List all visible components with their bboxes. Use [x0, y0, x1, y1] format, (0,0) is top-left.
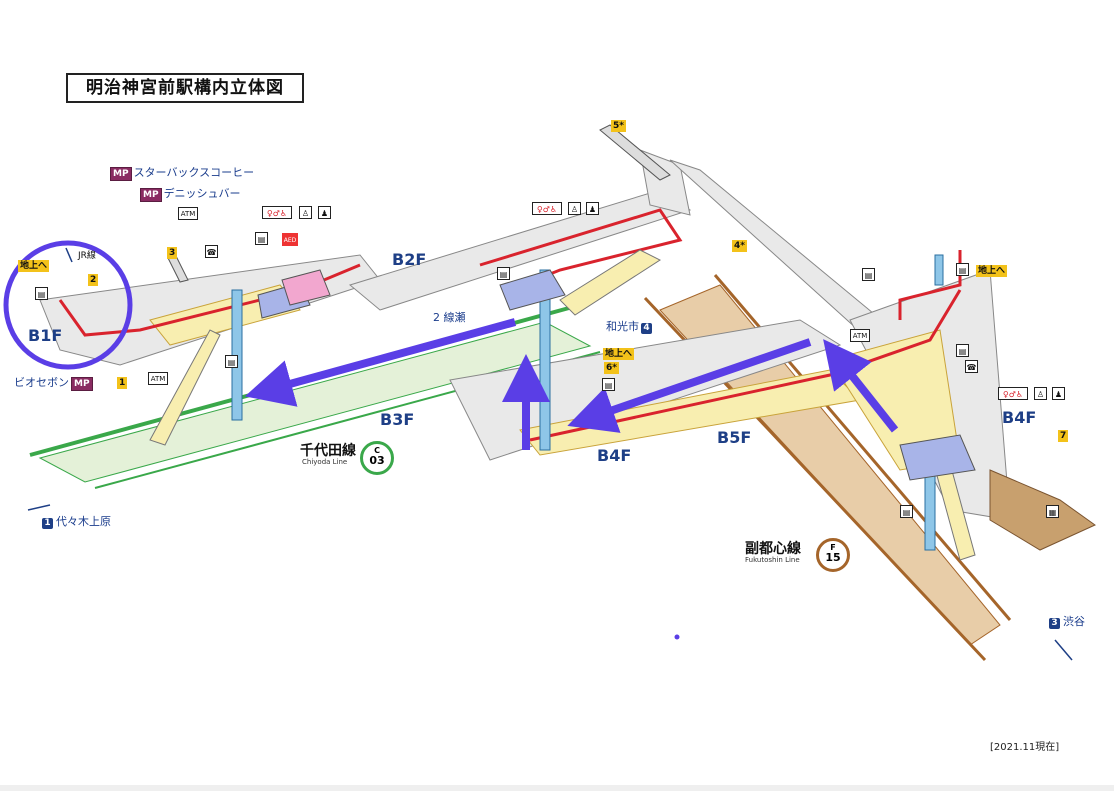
floor-b3f: B3F: [380, 410, 415, 429]
ticket-machine-icon: ▤: [956, 263, 969, 276]
ticket-machine-icon: ▤: [900, 505, 913, 518]
shibuya-arrow: [1054, 639, 1073, 661]
floor-b4f-center: B4F: [597, 446, 632, 465]
baby-icon: ♟: [1052, 387, 1065, 400]
b2f-concourse: [348, 189, 692, 311]
stair-exit5: [599, 124, 671, 181]
exit-badge-5: 5*: [611, 120, 626, 132]
chiyoda-line-en: Chiyoda Line: [302, 458, 348, 466]
ticket-machine-icon: ▤: [497, 267, 510, 280]
chiyoda-line-name: 千代田線: [300, 443, 356, 459]
exit-badge-1: 1: [117, 377, 128, 389]
chiyoda-platform: [38, 321, 592, 483]
restroom-icon: ♀♂♿: [532, 202, 562, 215]
to-ground-center: 地上へ: [603, 348, 635, 360]
ticket-machine-icon: ▤: [602, 378, 615, 391]
accessible-route-b4f: [529, 289, 962, 442]
chiyoda-line-badge: C 03: [360, 441, 394, 475]
floor-b5f: B5F: [717, 428, 752, 447]
ticket-machine-icon: ▤: [225, 355, 238, 368]
exit-badge-3: 3: [167, 247, 178, 259]
page-title: 明治神宮前駅構内立体図: [66, 73, 304, 103]
restroom-icon: ♀♂♿: [998, 387, 1028, 400]
coin-locker-icon: ▦: [1046, 505, 1059, 518]
small-dot: [674, 634, 680, 640]
stair-exit3: [167, 255, 189, 283]
telephone-icon: ☎: [965, 360, 978, 373]
exit-2-label: 2 線瀬: [433, 311, 466, 324]
mp-badge: MP: [140, 188, 162, 202]
baby-icon: ♙: [299, 206, 312, 219]
baby-icon: ♙: [568, 202, 581, 215]
restroom-icon: ♀♂♿: [262, 206, 292, 219]
floor-b4f-right: B4F: [1002, 408, 1037, 427]
elevator-right: [924, 469, 936, 551]
shop-pink: [281, 269, 331, 306]
telephone-icon: ☎: [205, 245, 218, 258]
stair-b1f-to-b3f: [149, 329, 221, 446]
exit-badge-6: 6*: [604, 362, 619, 374]
atm-icon: ATM: [850, 329, 870, 342]
fukutoshin-line-badge: F 15: [816, 538, 850, 572]
atm-icon: ATM: [178, 207, 198, 220]
route-arrow-left: [244, 318, 517, 407]
ticket-machine-icon: ▤: [862, 268, 875, 281]
baby-icon: ♙: [1034, 387, 1047, 400]
b4f-platform-area: [899, 434, 976, 481]
bottom-bar: [0, 785, 1114, 791]
exit-badge-7: 7: [1058, 430, 1069, 442]
jr-line-label: JR線: [78, 251, 96, 261]
fukutoshin-line-name: 副都心線: [745, 541, 801, 557]
exit7-passage: [989, 469, 1096, 551]
to-ground-b1f: 地上へ: [18, 260, 50, 272]
route-arrow-middle: [567, 338, 812, 433]
ticket-machine-icon: ▤: [255, 232, 268, 245]
stair-center: [559, 249, 662, 316]
fukutoshin-line-en: Fukutoshin Line: [745, 556, 800, 564]
yoyogi-arrow: [27, 504, 51, 511]
date-note: [2021.11現在]: [990, 742, 1060, 753]
floor-b2f: B2F: [392, 250, 427, 269]
to-ground-right: 地上へ: [976, 265, 1008, 277]
mp-badge: MP: [71, 377, 93, 391]
floor-b1f: B1F: [28, 326, 63, 345]
exit-badge-4: 4*: [732, 240, 747, 252]
baby-icon: ♟: [318, 206, 331, 219]
ticket-machine-icon: ▤: [956, 344, 969, 357]
jr-arrow: [65, 247, 73, 263]
exit-badge-2: 2: [88, 274, 99, 286]
baby-icon: ♟: [586, 202, 599, 215]
b2f-platform-area: [499, 269, 566, 311]
route-arrow-diagonal: [823, 339, 899, 433]
atm-icon: ATM: [148, 372, 168, 385]
aed-icon: AED: [282, 233, 298, 246]
highlight-circle: [3, 240, 133, 370]
mp-badge: MP: [110, 167, 132, 181]
ticket-machine-icon: ▤: [35, 287, 48, 300]
elevator-top: [934, 254, 944, 286]
